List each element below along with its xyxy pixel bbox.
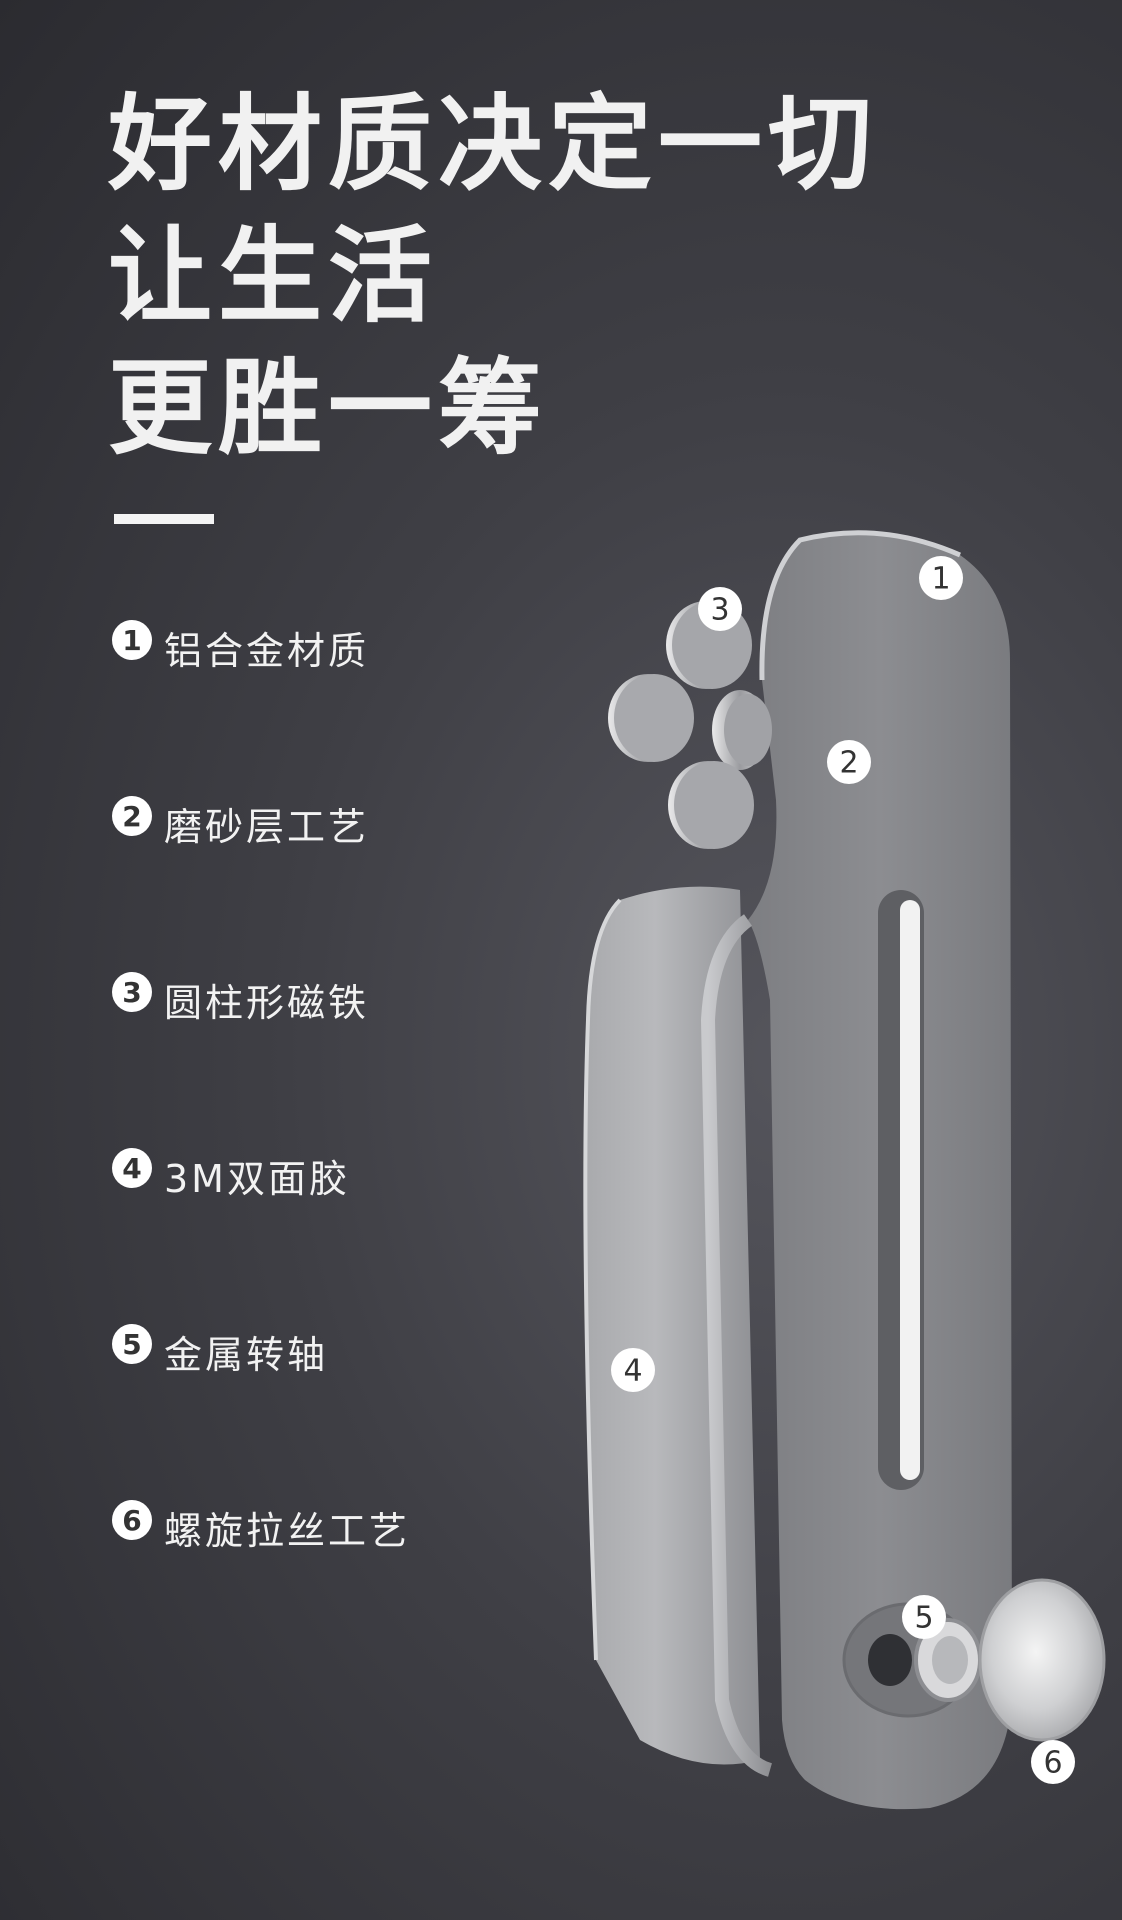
headline-line-1: 好材质决定一切 xyxy=(108,83,879,205)
headline-line-2: 让生活 xyxy=(108,215,439,337)
feature-item: 3 圆柱形磁铁 xyxy=(112,972,410,1148)
callout-4: 4 xyxy=(611,1348,655,1392)
callout-number: 3 xyxy=(710,593,729,628)
feature-number-badge: 3 xyxy=(112,972,152,1012)
feature-label: 金属转轴 xyxy=(164,1333,329,1377)
headline: 好材质决定一切 让生活 更胜一筹 xyxy=(108,78,878,474)
callout-1: 1 xyxy=(919,556,963,600)
feature-list: 1 铝合金材质 2 磨砂层工艺 3 圆柱形磁铁 4 3M双面胶 5 金属转轴 6… xyxy=(112,620,410,1676)
feature-item: 5 金属转轴 xyxy=(112,1324,410,1500)
end-cap xyxy=(978,1578,1106,1742)
callout-3: 3 xyxy=(698,587,742,631)
feature-item: 4 3M双面胶 xyxy=(112,1148,410,1324)
feature-item: 1 铝合金材质 xyxy=(112,620,410,796)
feature-label: 螺旋拉丝工艺 xyxy=(164,1509,411,1553)
main-plate xyxy=(700,530,1012,1810)
callout-number: 5 xyxy=(914,1601,933,1636)
feature-number-badge: 1 xyxy=(112,620,152,660)
callout-number: 4 xyxy=(623,1354,642,1389)
callout-number: 6 xyxy=(1043,1746,1062,1781)
feature-label: 磨砂层工艺 xyxy=(164,805,370,849)
callout-6: 6 xyxy=(1031,1740,1075,1784)
magnets xyxy=(608,601,772,849)
feature-item: 2 磨砂层工艺 xyxy=(112,796,410,972)
feature-number-badge: 5 xyxy=(112,1324,152,1364)
feature-number-badge: 4 xyxy=(112,1148,152,1188)
headline-line-3: 更胜一筹 xyxy=(108,347,549,469)
feature-number-badge: 2 xyxy=(112,796,152,836)
callout-5: 5 xyxy=(902,1595,946,1639)
feature-item: 6 螺旋拉丝工艺 xyxy=(112,1500,410,1676)
feature-label: 3M双面胶 xyxy=(164,1157,350,1201)
callout-number: 1 xyxy=(931,562,950,597)
metal-pivot xyxy=(914,1618,982,1702)
feature-number-badge: 6 xyxy=(112,1500,152,1540)
feature-label: 铝合金材质 xyxy=(164,629,370,673)
adhesive-plate xyxy=(583,886,760,1765)
feature-label: 圆柱形磁铁 xyxy=(164,981,370,1025)
title-divider xyxy=(114,514,214,524)
callout-2: 2 xyxy=(827,740,871,784)
callout-number: 2 xyxy=(839,746,858,781)
